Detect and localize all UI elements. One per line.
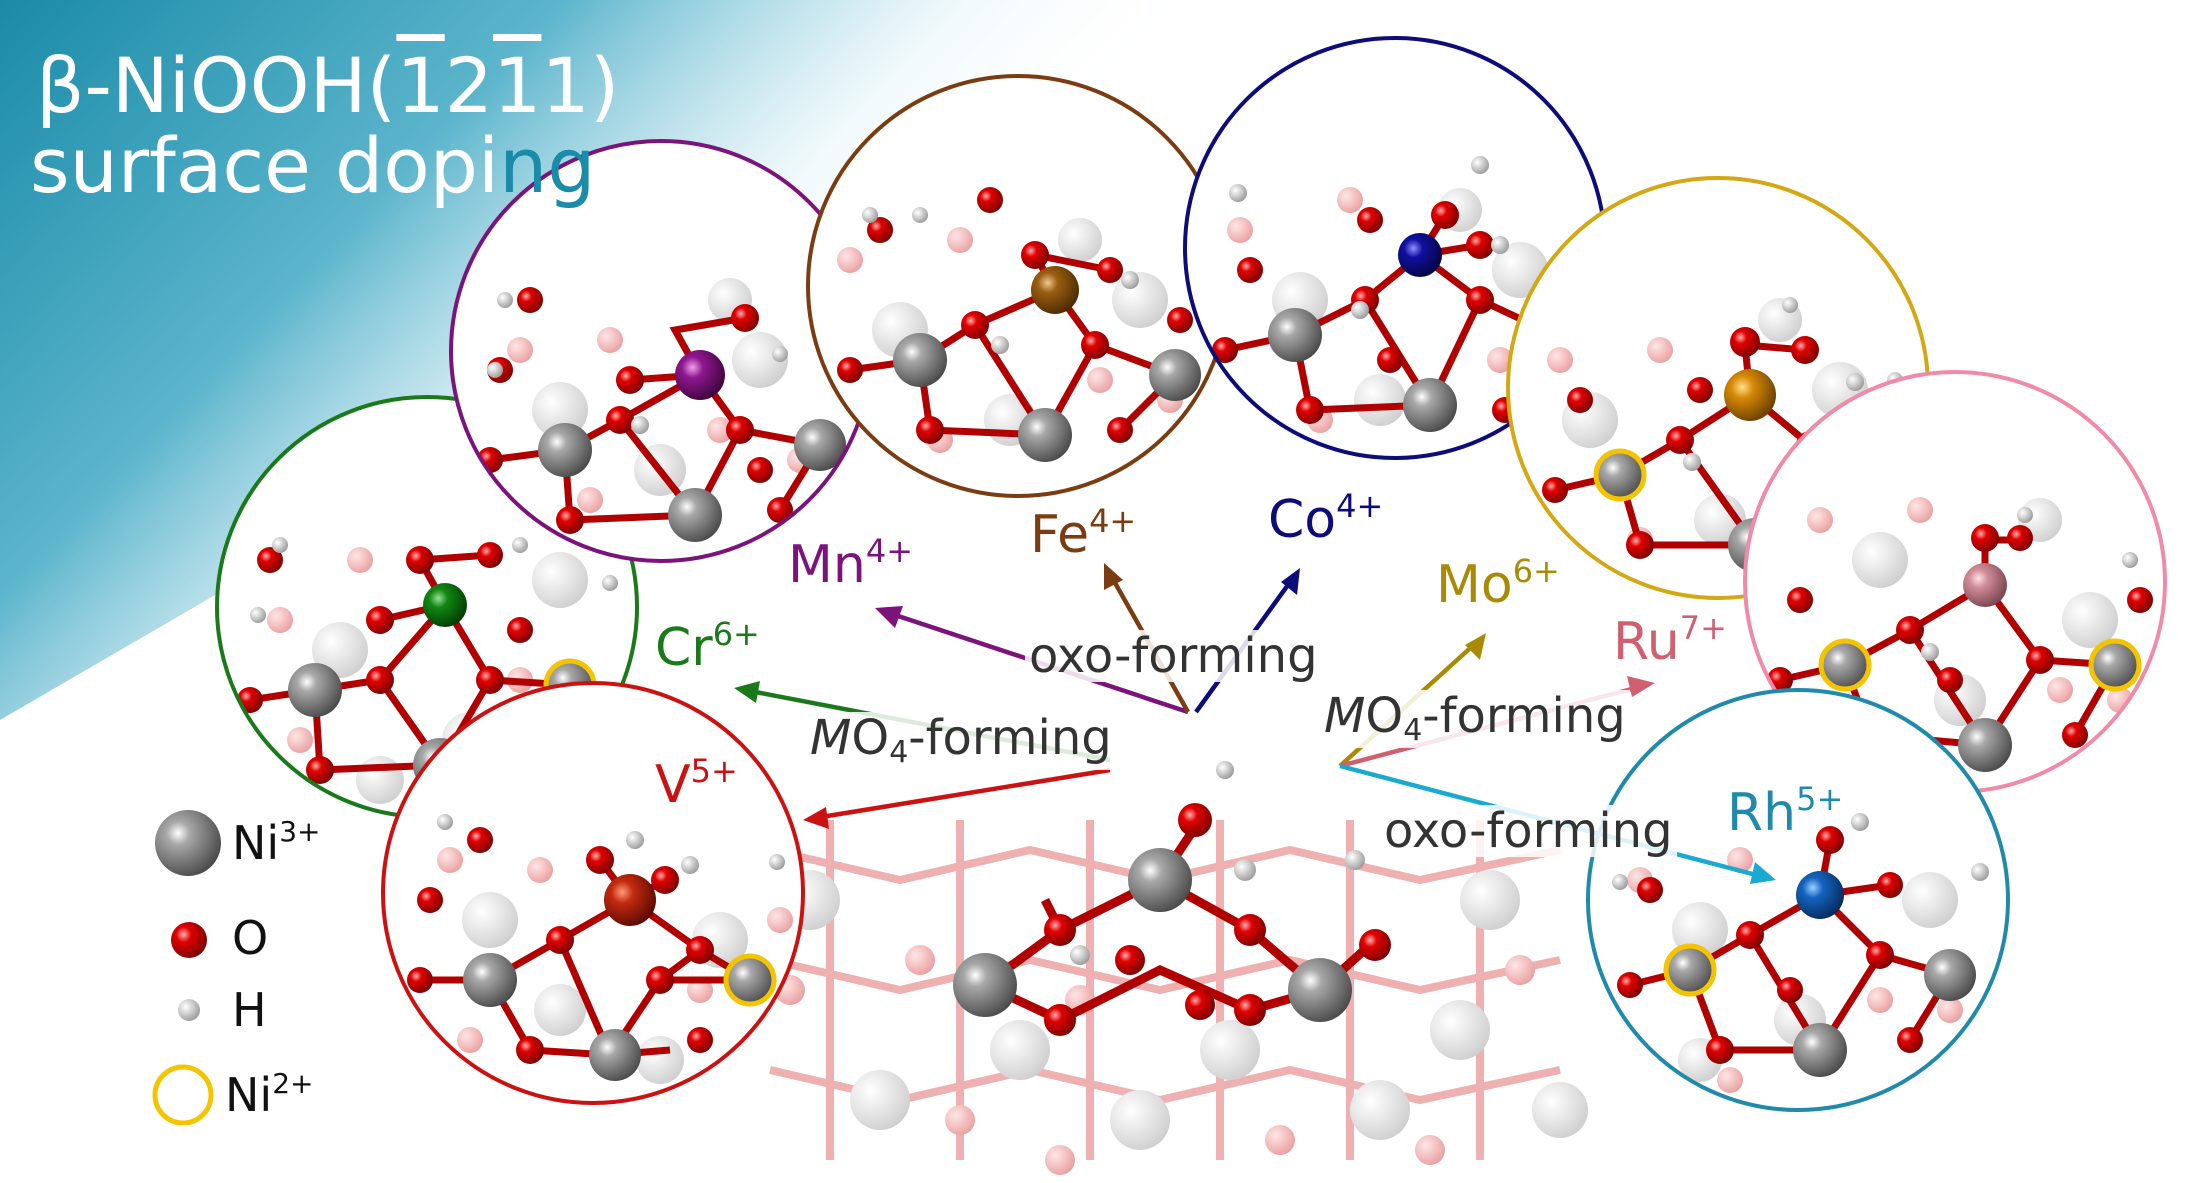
label-co: Co4+ (1268, 490, 1383, 546)
legend-o: O (232, 911, 269, 965)
fe-doped-structure (806, 74, 1230, 498)
symbol: Fe (1030, 505, 1090, 565)
symbol: Cr (655, 618, 713, 678)
charge: 6+ (1512, 552, 1560, 590)
legend-ni3-charge: 3+ (279, 815, 321, 848)
suffix: -forming (1422, 688, 1626, 744)
oxygen-symbol: O (851, 710, 890, 766)
legend-ni2-symbol: Ni (225, 1068, 273, 1122)
charge: 6+ (712, 615, 760, 653)
annotation-oxo-forming-top: oxo-forming (1025, 630, 1322, 682)
m-italic: M (810, 710, 852, 766)
symbol: Mn (788, 535, 866, 595)
v-doped-structure (381, 681, 805, 1105)
symbol: Co (1268, 490, 1337, 550)
charge: 4+ (1089, 502, 1137, 540)
legend-ni3: Ni3+ (232, 815, 321, 867)
charge: 5+ (690, 752, 738, 790)
label-v: V5+ (655, 755, 738, 811)
title-line-2-tail: ng (499, 121, 596, 210)
miller-index-1: 1 (396, 41, 445, 130)
symbol: Ru (1613, 612, 1680, 672)
miller-index-2: 2 (444, 41, 494, 130)
central-slab (765, 761, 1625, 1183)
charge: 4+ (865, 532, 913, 570)
miller-index-3: 1 (493, 41, 542, 130)
charge: 7+ (1679, 609, 1727, 647)
label-ru: Ru7+ (1613, 612, 1727, 668)
mn-doped-structure (449, 139, 873, 563)
subscript: 4 (1403, 713, 1423, 748)
title-line-2: surface doping (30, 128, 596, 204)
title-line-1: β-NiOOH(1211) (36, 48, 619, 124)
label-mo: Mo6+ (1436, 555, 1560, 611)
rh-doped-structure (1586, 688, 2010, 1112)
legend-markers (152, 810, 221, 1126)
legend-ni2-charge: 2+ (272, 1067, 314, 1100)
m-italic: M (1324, 688, 1366, 744)
annotation-mo4-forming-right: MO4-forming (1320, 690, 1630, 748)
miller-index-4: 1 (541, 41, 590, 130)
legend-ni2: Ni2+ (225, 1067, 314, 1119)
ru-doped-structure (1743, 370, 2167, 794)
legend-h: H (232, 983, 267, 1037)
label-cr: Cr6+ (655, 618, 760, 674)
suffix: -forming (908, 710, 1112, 766)
label-fe: Fe4+ (1030, 505, 1136, 561)
symbol: V (655, 755, 691, 815)
title-suffix: ) (589, 41, 620, 130)
title-prefix: β-NiOOH( (36, 41, 397, 130)
annotation-mo4-forming-left: MO4-forming (806, 712, 1116, 770)
legend-ni3-symbol: Ni (232, 816, 280, 870)
oxygen-symbol: O (1365, 688, 1404, 744)
title-line-2-main: surface dopi (30, 121, 500, 210)
annotation-oxo-forming-bottom: oxo-forming (1380, 805, 1677, 857)
symbol: Mo (1436, 555, 1513, 615)
charge: 4+ (1336, 487, 1384, 525)
symbol: Rh (1727, 783, 1797, 843)
subscript: 4 (889, 735, 909, 770)
label-mn: Mn4+ (788, 535, 913, 591)
charge: 5+ (1796, 780, 1844, 818)
label-rh: Rh5+ (1727, 783, 1843, 839)
